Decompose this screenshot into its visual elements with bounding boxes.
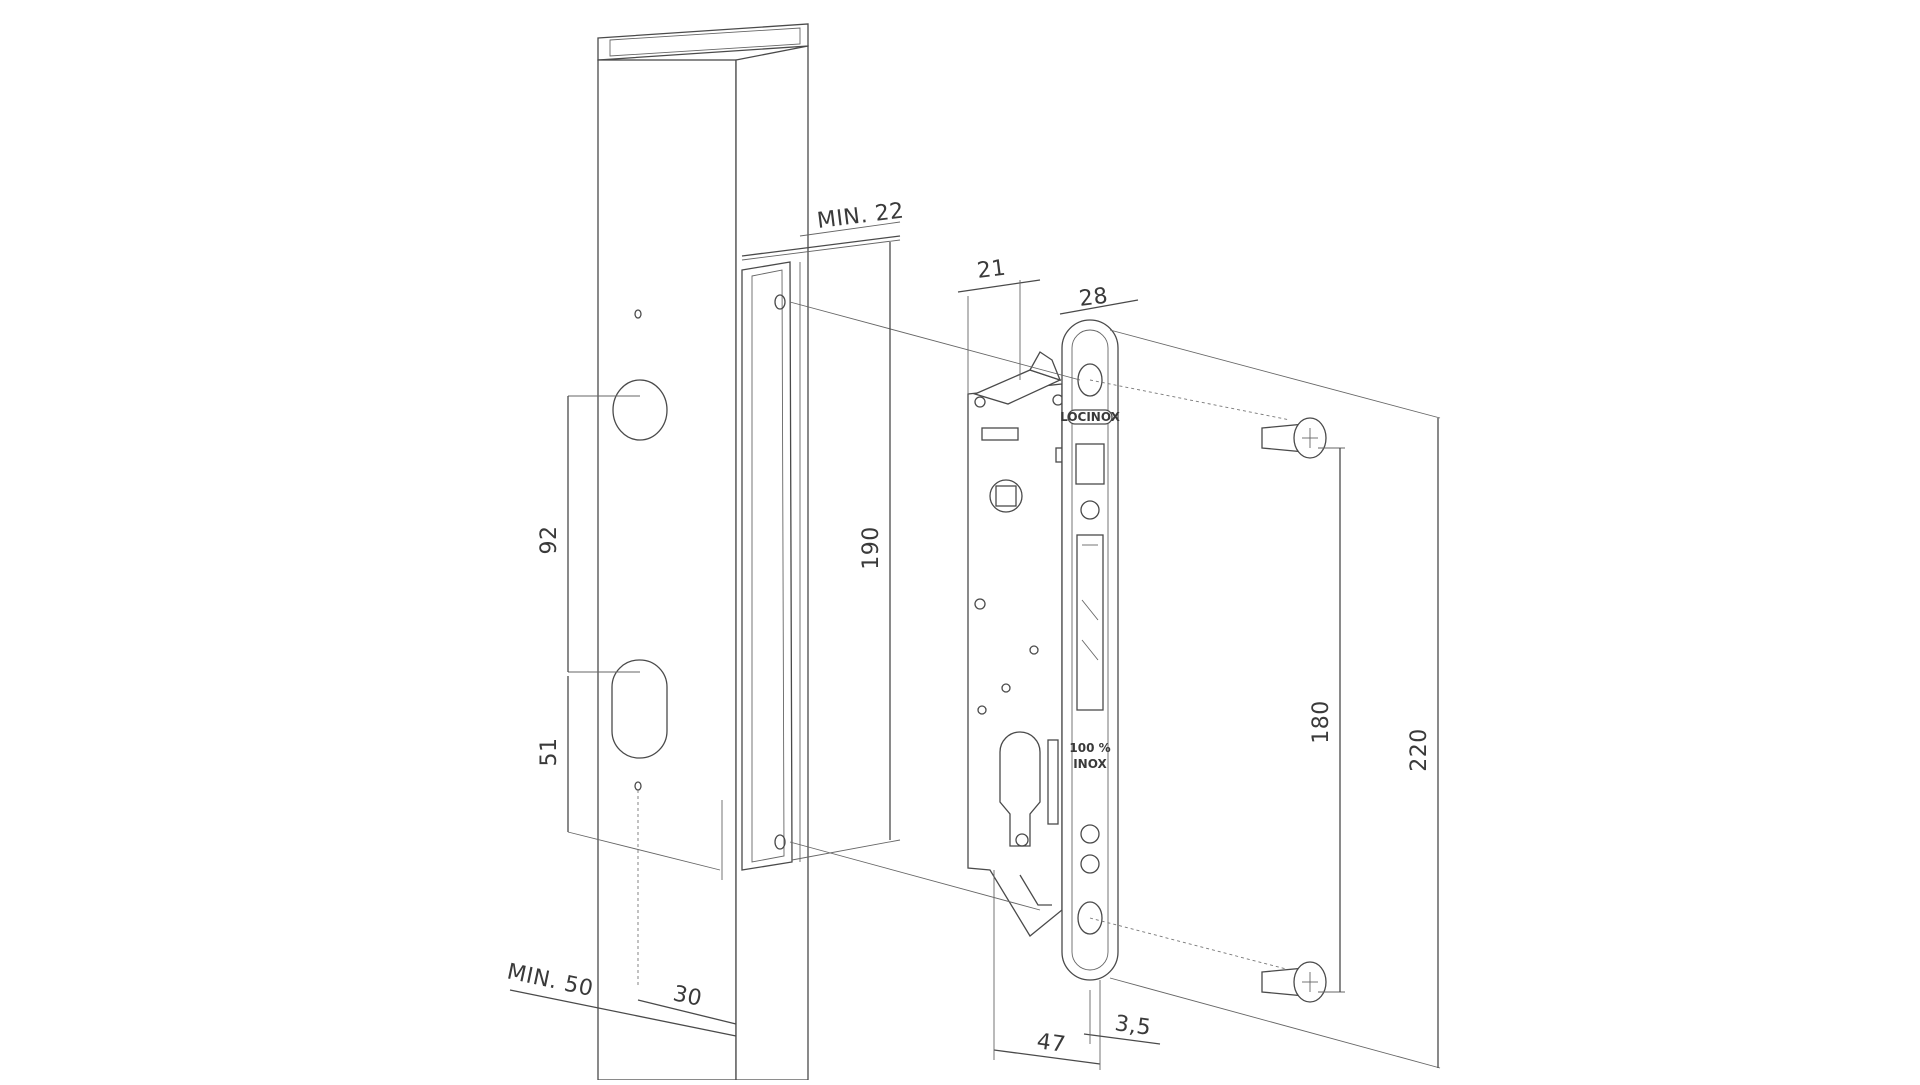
cylinder-profile [999,731,1041,847]
dim-28-line [1059,299,1139,315]
cylinder-hole [611,659,668,759]
recess-inner [751,269,785,863]
label-3-5: 3,5 [1113,1011,1153,1041]
label-190: 190 [859,526,884,570]
faceplate-screw-2 [1080,824,1100,844]
deadbolt-line-2 [1081,599,1099,621]
label-min-50: MIN. 50 [505,959,596,1002]
latch-bolt [1075,443,1105,485]
screw-bottom [1089,917,1327,1003]
lock-hole-2 [1001,683,1011,693]
dim-min50-line [509,989,737,1037]
post-top-inner [609,27,801,57]
lock-screw-4 [1015,833,1029,847]
proj-bottom-to-lock [789,841,1041,911]
dimension-labels: MIN. 22 21 28 92 51 190 180 220 MIN. 50 … [505,198,1432,1057]
lock-hole-3 [977,705,987,715]
follower-hub [989,479,1023,513]
lock-hook [1019,874,1052,906]
dim-21-line [957,279,1041,293]
proj-top-to-lock [789,301,1081,381]
label-28: 28 [1078,284,1110,312]
post-recess [741,261,801,871]
material-label-1: 100 % [1069,741,1110,755]
label-51: 51 [537,738,562,767]
label-180: 180 [1309,700,1334,744]
recess-hole-bottom [774,834,786,850]
lock-window [981,427,1019,441]
label-30: 30 [671,981,705,1011]
post-front-face [597,59,737,1081]
proj-190-top [741,239,901,261]
lock-case [967,383,1063,937]
screw-top [1089,379,1327,459]
proj-190-bottom [791,839,901,861]
dimension-lines [509,221,1439,1070]
projection-lines [567,239,1441,1069]
label-21: 21 [976,256,1008,284]
brand-label: LOCINOX [1060,410,1121,424]
material-label-2: INOX [1073,757,1107,771]
post-screw-hole-top [634,309,642,319]
deadbolt [1076,534,1104,711]
deadbolt-line-3 [1081,639,1099,661]
handle-hole [612,379,668,441]
label-92: 92 [537,526,562,555]
label-47: 47 [1035,1029,1067,1058]
recess-plate [741,261,793,871]
lock-slot [1047,739,1059,825]
dim-min22-line [741,235,901,257]
faceplate-screw-3 [1080,854,1100,874]
proj-51-bottom [567,831,721,871]
follower-square [995,485,1017,507]
screw-bottom-axis [1089,917,1291,971]
lock-hole-1 [1029,645,1039,655]
recess-hole-top [774,294,786,310]
proj-faceplate-top [1109,329,1441,419]
label-220: 220 [1407,728,1432,772]
brand-badge [1067,409,1113,425]
screw-top-axis [1089,379,1291,421]
dim-30-line [637,999,737,1025]
lock-screw-3 [974,598,986,610]
faceplate-screw-1 [1080,500,1100,520]
proj-faceplate-bottom [1109,977,1441,1069]
dim-min22-leader [799,221,901,237]
lock-screw-1 [974,396,986,408]
dim-3-5-line [1083,1033,1161,1045]
faceplate-inner [1071,329,1109,971]
faceplate: LOCINOX 100 % INOX [1060,319,1121,981]
dim-47-line [993,1049,1101,1065]
label-min-22: MIN. 22 [816,198,906,233]
lock-body [967,351,1067,937]
